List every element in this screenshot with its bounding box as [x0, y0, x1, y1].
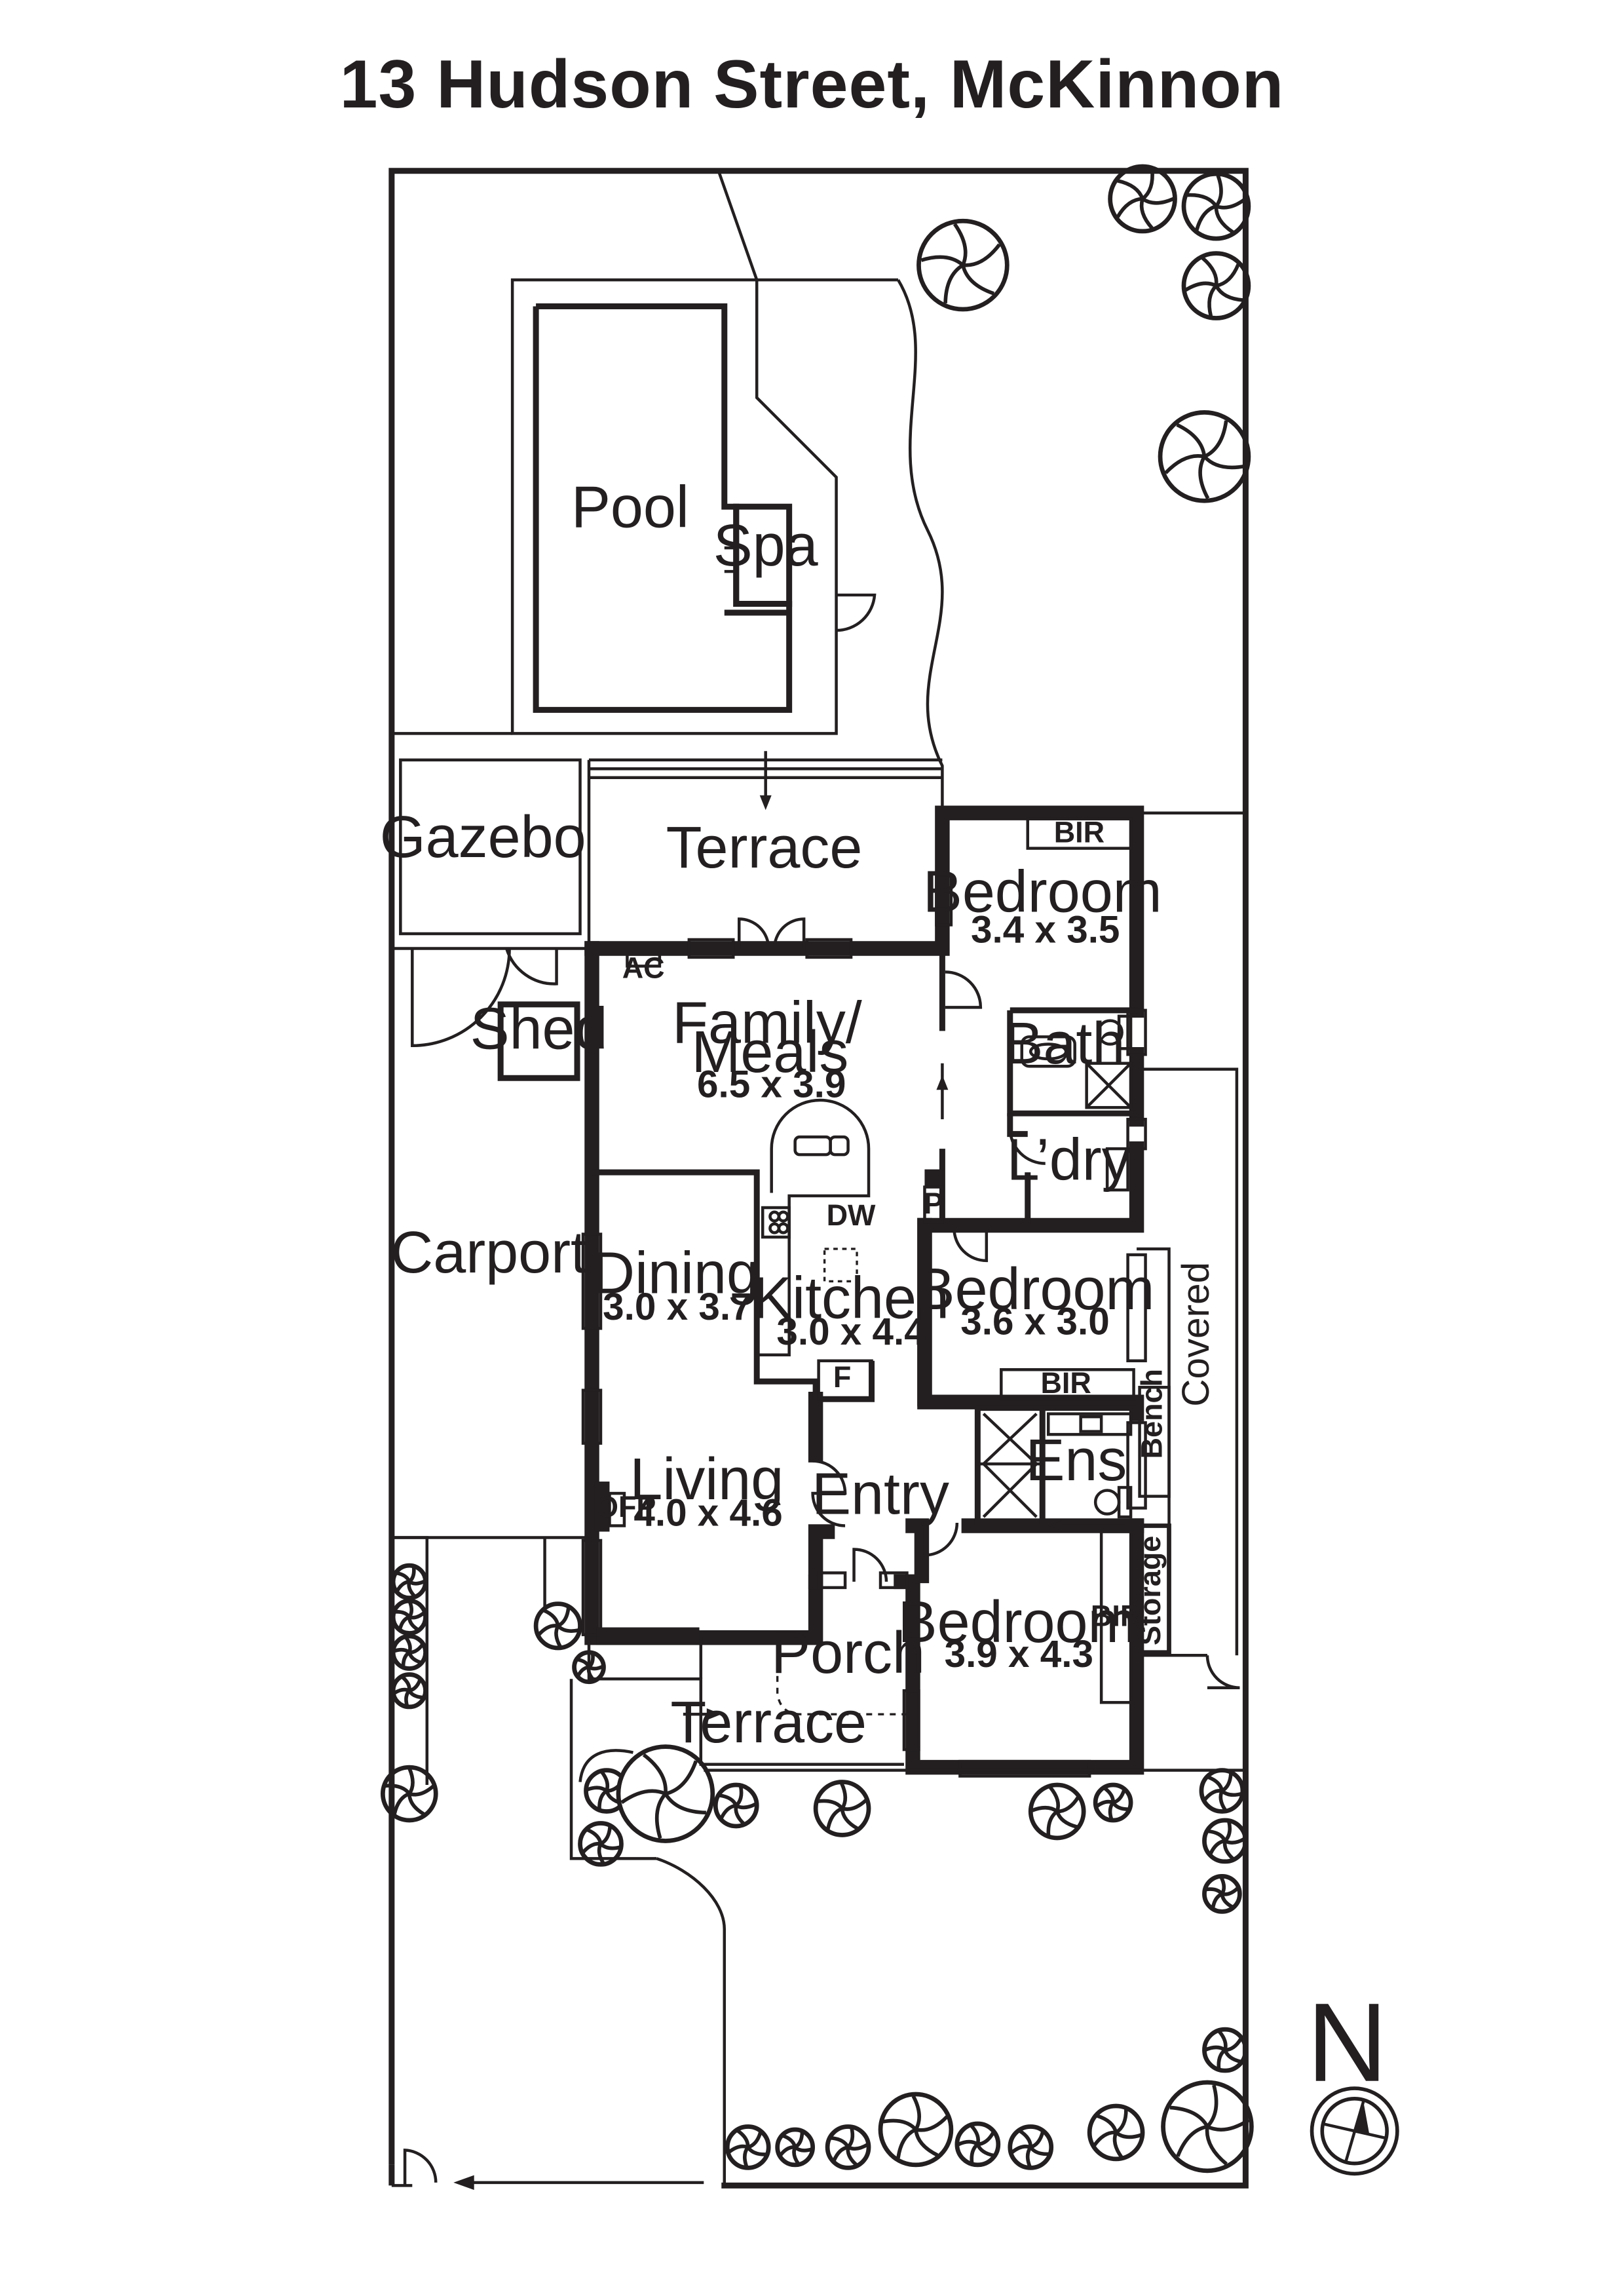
bedroom-1-label: Bedroom	[923, 859, 1162, 925]
family-meals: AC Family/ Meals 6.5 x 3.9	[622, 951, 862, 1105]
dining-dims: 3.0 x 3.7	[603, 1286, 751, 1328]
site-boundary	[388, 168, 1249, 2189]
doors	[738, 917, 1125, 1582]
spa: Spa	[713, 503, 818, 607]
tree-icon	[1181, 251, 1251, 320]
pool: Pool	[533, 303, 793, 713]
ac-label: AC	[622, 951, 665, 984]
tree-icon	[775, 2127, 815, 2168]
tree-icon	[1008, 2124, 1054, 2170]
gazebo-label: Gazebo	[380, 805, 586, 870]
bedroom-2-bir-label: BIR	[1040, 1366, 1091, 1400]
family-dims: 6.5 x 3.9	[697, 1063, 846, 1105]
tree-icon	[713, 1782, 759, 1829]
bedroom-2-dims: 3.6 x 3.0	[960, 1300, 1109, 1343]
north-label: N	[1307, 1980, 1388, 2105]
windows	[581, 873, 1147, 1778]
covered-label: Covered	[1175, 1262, 1217, 1407]
living-dims: 4.0 x 4.6	[633, 1491, 782, 1534]
tree-icon	[1158, 410, 1251, 503]
dining: Dining 3.0 x 3.7	[592, 1240, 759, 1328]
bedroom-2-label: Bedroom	[916, 1257, 1155, 1322]
ensuite: Ens	[977, 1412, 1133, 1519]
tree-icon	[1087, 2103, 1145, 2162]
gazebo: Gazebo	[380, 758, 586, 936]
bedroom-2: BIR Bedroom 3.6 x 3.0	[916, 1257, 1155, 1401]
tree-icon	[916, 218, 1010, 312]
dining-label: Dining	[592, 1240, 759, 1306]
trees	[380, 164, 1254, 2173]
tree-icon	[390, 1672, 428, 1710]
family-label-1: Family/	[672, 990, 862, 1056]
tree-icon	[1028, 1782, 1086, 1841]
tree-icon	[616, 1744, 715, 1843]
covered-side: Covered	[1137, 811, 1246, 1689]
carport: Carport	[390, 947, 590, 1539]
tree-icon	[380, 1765, 438, 1823]
bedroom-1-bir-label: BIR	[1054, 816, 1105, 849]
porch: Porch	[771, 1620, 925, 1715]
front-terrace-label: Terrace	[670, 1690, 867, 1755]
pool-gate	[836, 593, 877, 632]
bedroom-3-dims: 3.9 x 4.3	[945, 1633, 1093, 1675]
tree-icon	[1161, 2080, 1254, 2173]
living: OFP Living 4.0 x 4.6	[594, 1447, 784, 1534]
kitchen-dims: 3.0 x 4.4	[776, 1311, 926, 1353]
tree-icon	[1202, 1818, 1248, 1864]
bedroom-3-label: Bedroom	[898, 1590, 1137, 1655]
tree-icon	[1181, 171, 1251, 241]
tree-icon	[390, 1634, 428, 1671]
tree-icon	[1202, 1874, 1242, 1914]
entry: Entry	[812, 1462, 949, 1527]
porch-label: Porch	[771, 1620, 925, 1686]
bath-label: Bath	[1004, 1011, 1125, 1077]
bedroom-1-dims: 3.4 x 3.5	[971, 908, 1120, 951]
family-label-2: Meals	[692, 1020, 849, 1085]
tree-icon	[1108, 164, 1177, 234]
north-compass: N	[1307, 1980, 1399, 2176]
rear-terrace: Terrace	[587, 751, 943, 949]
tree-icon	[578, 1821, 624, 1867]
pantry-label: P	[924, 1187, 943, 1220]
pool-area	[391, 170, 944, 811]
tree-icon	[390, 1563, 428, 1600]
tree-icon	[825, 2124, 871, 2170]
tree-icon	[954, 2121, 1001, 2168]
kitchen-label: Kitchen	[753, 1266, 949, 1331]
ensuite-label: Ens	[1025, 1428, 1127, 1493]
dishwasher-label: DW	[827, 1198, 876, 1232]
front-terrace: Terrace	[587, 1637, 904, 1766]
tree-icon	[813, 1780, 871, 1837]
laundry-label: L’dry	[1007, 1127, 1131, 1193]
driveway-arrow	[403, 2149, 704, 2191]
fridge-label: F	[833, 1360, 851, 1394]
tree-icon	[1202, 2027, 1248, 2073]
bedroom-3: BIR Bedroom 3.9 x 4.3	[898, 1530, 1141, 1704]
tree-icon	[390, 1598, 428, 1636]
pool-label: Pool	[571, 475, 689, 541]
pantry: P	[923, 1169, 944, 1224]
living-label: Living	[630, 1447, 784, 1512]
bedroom-1: BIR Bedroom 3.4 x 3.5	[923, 816, 1162, 951]
entry-label: Entry	[812, 1462, 949, 1527]
carport-label: Carport	[390, 1220, 587, 1286]
bench: Bench	[1135, 1369, 1171, 1498]
tree-icon	[1199, 1768, 1245, 1814]
tree-icon	[1093, 1782, 1133, 1823]
tree-icon	[878, 2092, 954, 2168]
kitchen: DW F Kitchen 3.0 x 4.4	[753, 1098, 949, 1401]
spa-label: Spa	[713, 513, 818, 579]
tree-icon	[725, 2124, 771, 2170]
front-garden	[391, 1536, 1246, 2186]
bedroom-3-bir-label: BIR	[1091, 1599, 1141, 1632]
page-title: 13 Hudson Street, McKinnon	[339, 47, 1285, 123]
laundry: L’dry	[1007, 1127, 1131, 1193]
tree-icon	[533, 1601, 582, 1651]
ofp-label: OFP	[595, 1490, 656, 1523]
bath: Bath	[1004, 1011, 1133, 1109]
rear-terrace-label: Terrace	[666, 815, 863, 881]
